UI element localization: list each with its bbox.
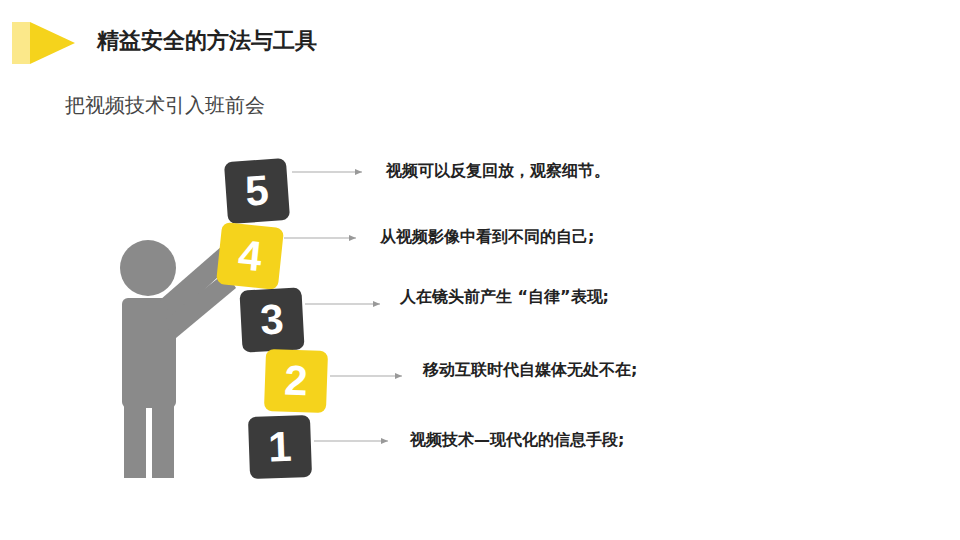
- block-number: 2: [284, 360, 309, 403]
- number-block: 3: [239, 287, 304, 352]
- number-block: 1: [248, 415, 312, 479]
- number-block: 5: [224, 158, 290, 224]
- title-triangle: [30, 22, 75, 64]
- point-text: 视频技术—现代化的信息手段;: [410, 430, 624, 451]
- subtitle: 把视频技术引入班前会: [65, 92, 265, 119]
- number-block: 2: [264, 349, 328, 413]
- number-block: 4: [216, 222, 284, 290]
- point-text: 移动互联时代自媒体无处不在;: [423, 360, 637, 381]
- point-text: 人在镜头前产生 “自律”表现;: [400, 287, 609, 308]
- title-bar: [12, 22, 30, 64]
- block-number: 4: [236, 234, 264, 278]
- point-text: 视频可以反复回放，观察细节。: [386, 161, 610, 182]
- point-text: 从视频影像中看到不同的自己;: [380, 227, 594, 248]
- block-number: 1: [268, 426, 293, 469]
- block-number: 5: [244, 169, 270, 213]
- slide-title: 精益安全的方法与工具: [97, 26, 317, 56]
- block-number: 3: [259, 298, 285, 341]
